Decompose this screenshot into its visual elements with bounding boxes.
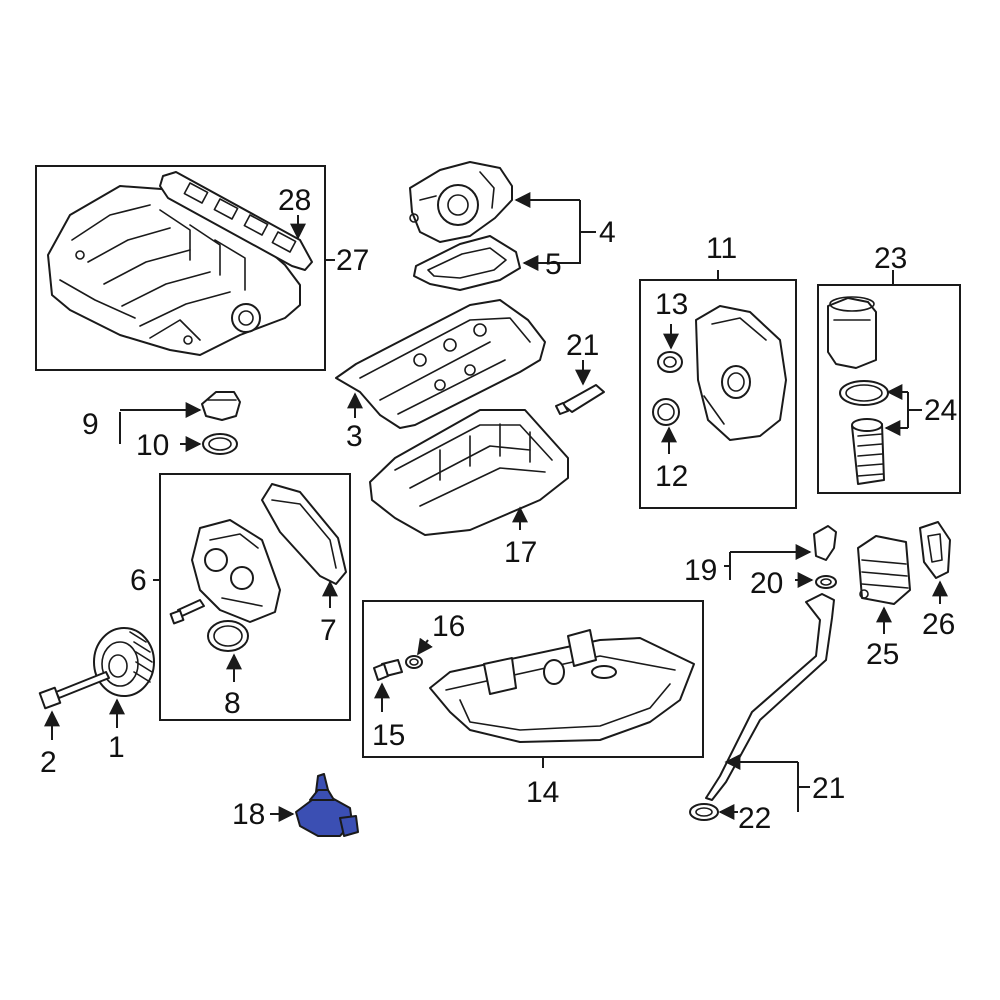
dipstick-tube-cap[interactable] (813, 525, 837, 561)
oil-pan[interactable] (429, 629, 695, 743)
callout-21-tube: 21 (566, 329, 599, 362)
intake-manifold-gasket[interactable] (159, 171, 313, 271)
callout-22: 22 (738, 802, 771, 835)
intake-manifold-box (35, 165, 326, 371)
callout-15: 15 (372, 719, 405, 752)
callout-6: 6 (130, 564, 147, 597)
oil-filler-cap[interactable] (201, 391, 241, 421)
sealant-tube[interactable] (555, 384, 605, 415)
oil-filler-cap-seal[interactable] (202, 433, 238, 455)
callout-1: 1 (108, 731, 125, 764)
dipstick-tube[interactable] (705, 593, 835, 801)
oil-filter-element[interactable] (851, 418, 885, 485)
callout-27: 27 (336, 244, 369, 277)
oil-filter-housing-cap[interactable] (827, 296, 877, 369)
callout-17: 17 (504, 536, 537, 569)
oil-filter-housing-seal[interactable] (839, 380, 889, 406)
drain-plug[interactable] (373, 659, 403, 681)
callout-8: 8 (224, 687, 241, 720)
oil-cooler-gasket[interactable] (919, 521, 951, 579)
seal-ring-8[interactable] (207, 620, 249, 652)
callout-21-dipstick: 21 (812, 772, 845, 805)
timing-cover-box (159, 473, 351, 721)
callout-2: 2 (40, 746, 57, 779)
oil-level-sensor[interactable] (295, 773, 359, 837)
callout-23: 23 (874, 242, 907, 275)
callout-20: 20 (750, 567, 783, 600)
timing-cover[interactable] (191, 519, 281, 623)
pulley-bolt[interactable] (38, 671, 110, 710)
callout-4: 4 (599, 216, 616, 249)
seal-12[interactable] (652, 398, 680, 426)
callout-26: 26 (922, 608, 955, 641)
callout-24: 24 (924, 394, 957, 427)
callout-5: 5 (545, 248, 562, 281)
callout-12: 12 (655, 460, 688, 493)
callout-14: 14 (526, 776, 559, 809)
callout-18: 18 (232, 798, 265, 831)
timing-cover-gasket[interactable] (261, 483, 347, 585)
dipstick-tube-seal[interactable] (815, 575, 837, 589)
callout-7: 7 (320, 614, 337, 647)
intake-manifold[interactable] (47, 185, 301, 356)
callout-13: 13 (655, 288, 688, 321)
cylinder-head[interactable] (369, 409, 569, 536)
crankshaft-pulley[interactable] (93, 627, 155, 697)
engine-front-cover[interactable] (695, 305, 787, 441)
seal-13[interactable] (657, 351, 683, 373)
oil-pan-box (362, 600, 704, 758)
callout-25: 25 (866, 638, 899, 671)
callout-11: 11 (706, 232, 737, 265)
timing-cover-bolt[interactable] (169, 599, 205, 625)
cylinder-head-cover[interactable] (335, 299, 546, 429)
callout-3: 3 (346, 420, 363, 453)
callout-28: 28 (278, 184, 311, 217)
cam-cover-module[interactable] (409, 161, 513, 243)
callout-9: 9 (82, 408, 99, 441)
cam-cover-gasket[interactable] (413, 235, 521, 291)
oil-filter-box (817, 284, 961, 494)
callout-16: 16 (432, 610, 465, 643)
drain-plug-washer[interactable] (405, 655, 423, 669)
oil-cooler[interactable] (857, 535, 911, 605)
dipstick-tube-o-ring[interactable] (689, 803, 719, 821)
callout-10: 10 (136, 429, 169, 462)
callout-19: 19 (684, 554, 717, 587)
